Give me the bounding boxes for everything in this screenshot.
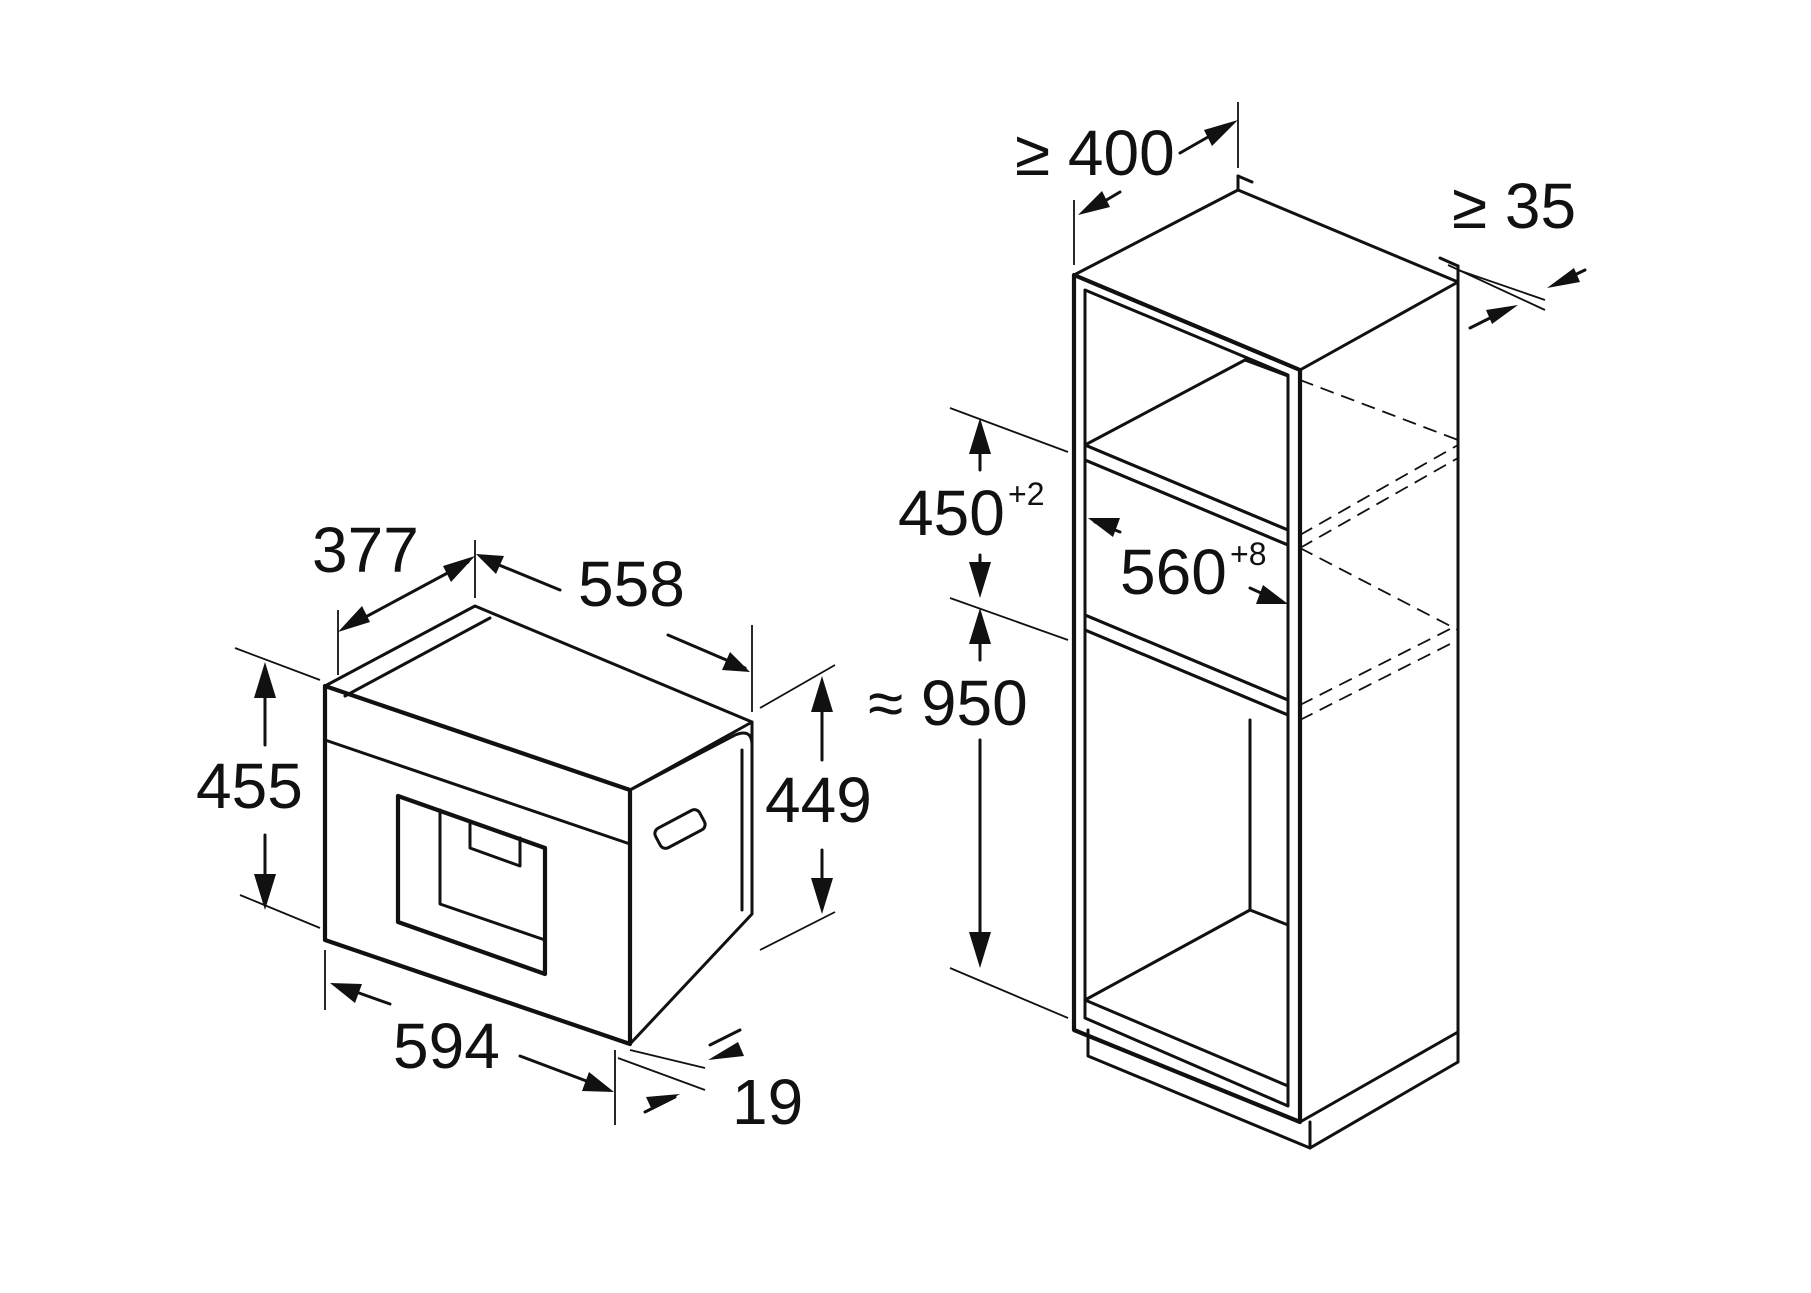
appliance-body-height-label: 449	[765, 764, 872, 836]
cabinet-mount-height-label: ≈ 950	[868, 667, 1028, 739]
cabinet-min-depth-label: ≥ 400	[1015, 117, 1175, 189]
cabinet-niche-width-tolerance: +8	[1230, 536, 1266, 572]
cabinet-niche-width-label: 560	[1120, 536, 1227, 608]
cabinet-niche-height-tolerance: +2	[1008, 476, 1044, 512]
cabinet-niche-height-label: 450	[898, 477, 1005, 549]
appliance-width-label: 594	[393, 1010, 500, 1082]
appliance-drawing	[322, 604, 754, 1047]
appliance-depth-label: 377	[312, 514, 419, 586]
cabinet-min-rear-gap-label: ≥ 35	[1452, 170, 1576, 242]
appliance-height-label: 455	[196, 750, 303, 822]
appliance-dimensions	[234, 540, 836, 1125]
cabinet-drawing	[1071, 174, 1460, 1150]
appliance-front-thickness-label: 19	[732, 1066, 803, 1138]
cabinet-dimensions	[949, 102, 1587, 1019]
appliance-body-depth-label: 558	[578, 548, 685, 620]
